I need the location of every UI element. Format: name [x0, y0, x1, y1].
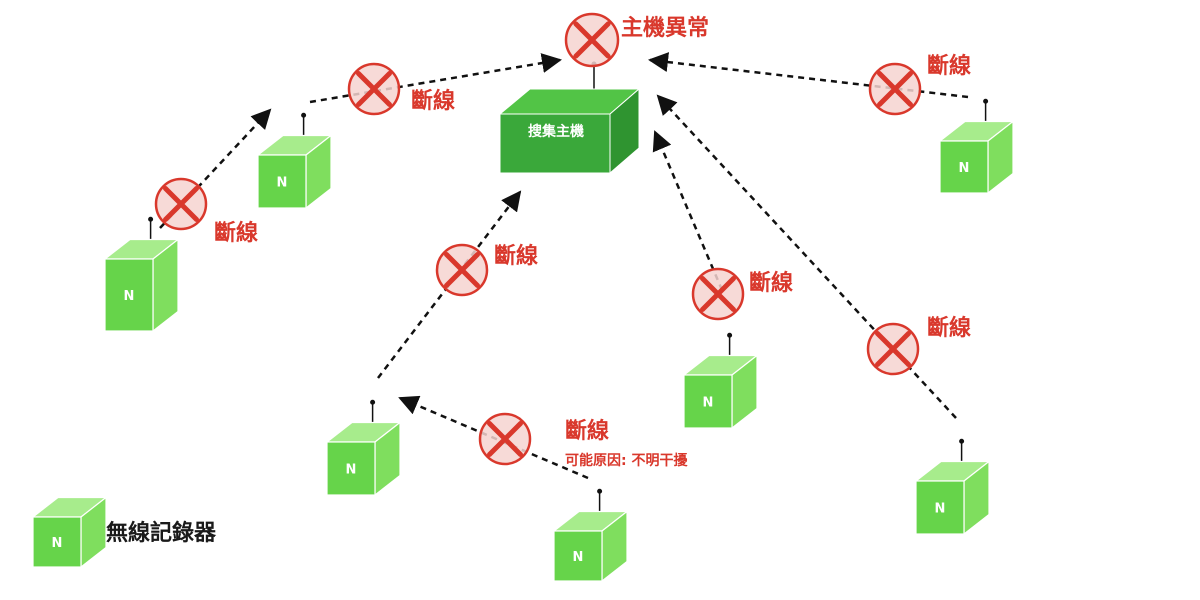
link-n6-hub: [648, 52, 969, 99]
node-antenna-tip: [983, 98, 989, 104]
node-front-face: [326, 441, 376, 496]
node-label: N: [573, 550, 584, 565]
error-cross-stroke: [700, 276, 736, 312]
node-front-face: [32, 516, 82, 568]
disconnect-label-7: 斷線: [565, 418, 609, 444]
disconnect-mark-4: [435, 243, 489, 297]
hub-front: [499, 113, 611, 174]
legend: N 無線記錄器: [31, 496, 217, 569]
node-antenna-tip: [301, 112, 307, 118]
error-cross-stroke: [356, 71, 392, 107]
error-cross-stroke: [875, 331, 911, 367]
error-cross-stroke: [163, 186, 199, 222]
node-label: N: [346, 463, 357, 478]
disconnect-mark-6: [866, 322, 920, 376]
disconnect-label-2: 斷線: [411, 88, 455, 114]
disconnect-mark-1: [154, 177, 208, 231]
hub-error-mark: [564, 12, 620, 68]
node-antenna-tip: [597, 488, 603, 494]
disconnect-label-3: 斷線: [927, 53, 971, 79]
node-front-face: [104, 258, 154, 332]
node-antenna-tip: [959, 438, 965, 444]
node-front-face: [553, 530, 603, 582]
node-6: N: [938, 98, 1015, 195]
link-n7-hub: [656, 94, 957, 419]
collection-host: 搜集主機: [498, 61, 641, 175]
node-label: N: [124, 289, 135, 304]
node-front-face: [257, 154, 307, 209]
node-antenna-tip: [370, 399, 376, 405]
node-front-face: [683, 374, 733, 429]
disconnect-label-1: 斷線: [214, 220, 258, 246]
disconnect-mark-3: [868, 62, 922, 116]
node-4: N: [552, 488, 629, 583]
error-cross-stroke: [573, 21, 611, 59]
link-n5-hub: [652, 130, 724, 291]
node-7: N: [914, 438, 991, 536]
node-antenna-tip: [148, 216, 154, 222]
node-2: N: [256, 112, 333, 210]
node-label: N: [52, 536, 63, 551]
legend-text: 無線記錄器: [106, 520, 217, 546]
node-1: N: [103, 216, 180, 333]
node-label: N: [935, 502, 946, 517]
node-3: N: [325, 399, 402, 497]
node-label: N: [277, 176, 288, 191]
node-label: N: [959, 161, 970, 176]
node-5: N: [682, 332, 759, 430]
disconnect-mark-7: [478, 412, 532, 466]
error-cross-stroke: [877, 71, 913, 107]
link-n2-hub: [309, 53, 562, 104]
error-cross-stroke: [487, 421, 523, 457]
hub-label: 搜集主機: [528, 123, 584, 140]
disconnect-label-6: 斷線: [927, 315, 971, 341]
node-front-face: [939, 140, 989, 194]
disconnect-mark-5: [691, 267, 745, 321]
disconnect-label-5: 斷線: [749, 270, 793, 296]
disconnect-note: 可能原因: 不明干擾: [565, 452, 688, 469]
nodes: N N N N N N N: [103, 98, 1015, 583]
disconnect-mark-2: [347, 62, 401, 116]
node-front-face: [915, 480, 965, 535]
hub-status-label: 主機異常: [621, 15, 709, 41]
error-cross-stroke: [444, 252, 480, 288]
legend-node-icon: N: [31, 496, 108, 569]
disconnect-label-4: 斷線: [494, 243, 538, 269]
node-label: N: [703, 396, 714, 411]
node-antenna-tip: [727, 332, 733, 338]
